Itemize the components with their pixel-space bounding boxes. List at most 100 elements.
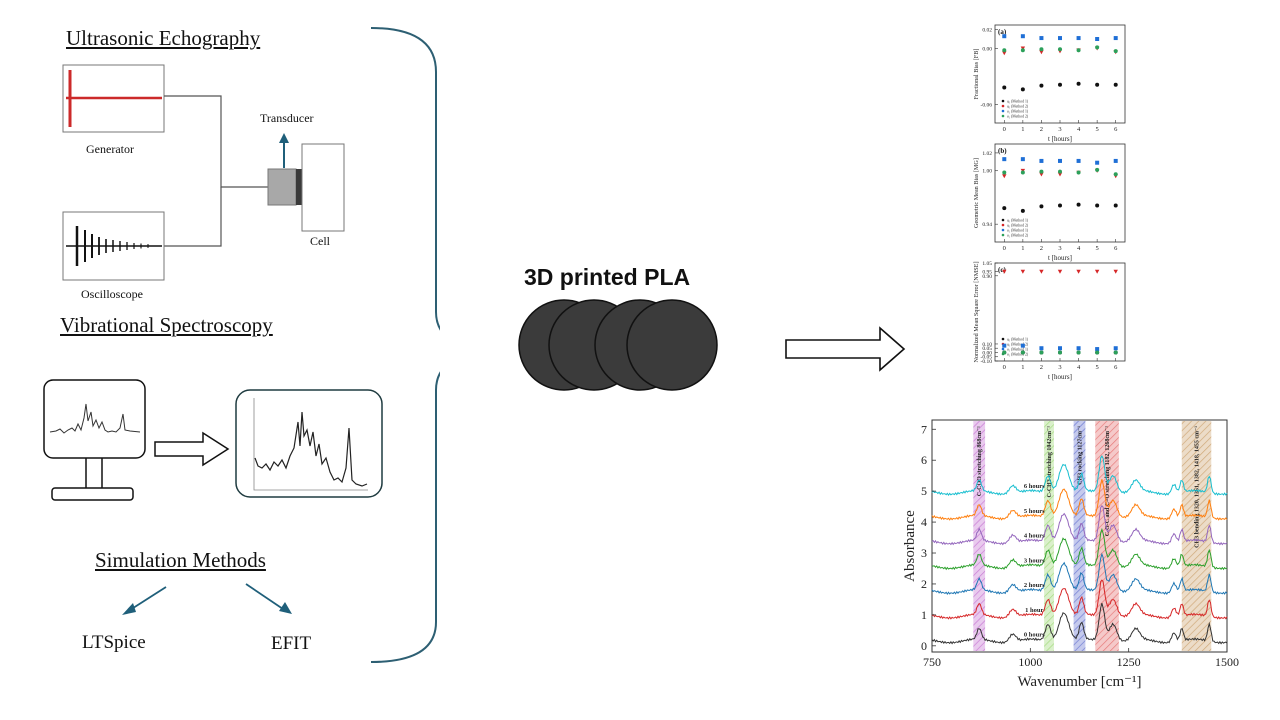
data-point [1076,48,1081,53]
data-point [1020,343,1025,348]
data-point [1039,169,1044,174]
transducer-body [267,168,297,206]
x-axis-label: Wavenumber [cm⁻¹] [1017,674,1141,690]
data-point [1076,36,1081,41]
series-label: 1 hour [1025,607,1043,614]
absorption-band [1095,421,1119,651]
x-tick-label: 6 [1114,364,1118,371]
legend-entry: a₁ (Method 2) [1007,115,1029,119]
y-tick-label: 2 [921,577,927,591]
x-axis-label: t [hours] [1048,135,1072,143]
data-point [1095,350,1100,355]
spectrum-line [931,504,1228,546]
legend-marker [1001,218,1005,222]
x-tick-label: 5 [1096,126,1099,133]
data-point [1020,157,1025,162]
legend-entry: a₀ (Method 1) [1007,338,1029,342]
y-tick-label: 1.05 [982,261,992,267]
data-point [1113,172,1118,177]
transducer-face [296,169,302,205]
data-point [1002,48,1007,53]
x-tick-label: 6 [1114,126,1118,133]
data-point [1113,346,1118,351]
pla-disc-4 [626,299,718,391]
x-tick-label: 3 [1058,126,1061,133]
series-label: 0 hours [1024,632,1045,639]
series-label: 6 hours [1024,483,1045,490]
legend-marker [1001,228,1005,232]
data-point [1039,204,1044,209]
y-tick-label: -0.10 [981,359,993,365]
data-point [1095,160,1100,165]
x-tick-label: 1 [1021,126,1024,133]
x-tick-label: 6 [1114,245,1118,252]
data-point [1020,350,1025,355]
data-point [1076,81,1081,86]
legend-marker [1001,223,1005,227]
y-tick-label: 0.00 [982,46,992,52]
band-label: C-COO stretching 868cm⁻¹ [977,426,983,496]
ftir-chart: C-COO stretching 868cm⁻¹ C-CH3 stretching… [902,419,1239,690]
legend-entry: a₁ (Method 2) [1007,353,1029,357]
x-tick-label: 4 [1077,245,1081,252]
x-axis-label: t [hours] [1048,373,1072,381]
x-tick-label: 4 [1077,126,1081,133]
data-point [1058,169,1062,174]
data-point [1076,158,1081,163]
data-point [1058,350,1062,355]
band-label: CH3 bending 1320, 1361, 1382, 1418, 1455… [1195,426,1201,548]
spectrum-line [931,552,1228,596]
legend-entry: a₀ (Method 2) [1007,343,1029,347]
data-point [1113,350,1118,355]
data-point [1002,350,1007,355]
x-axis-label: t [hours] [1048,254,1072,262]
y-tick-label: 1 [921,608,927,622]
x-tick-label: 5 [1096,245,1099,252]
left-diagram [43,27,440,663]
y-tick-label: 7 [921,422,927,436]
data-point [1113,82,1118,87]
legend-entry: a₁ (Method 1) [1007,348,1029,352]
x-tick-label: 2 [1040,126,1043,133]
simulation-heading: Simulation Methods [95,548,266,572]
monitor-spectrum [49,403,141,434]
data-point [1057,172,1063,177]
spectrum-trace [254,411,368,487]
panel-tag: (b) [998,147,1007,155]
data-point [1076,170,1081,175]
data-point [1020,208,1025,213]
ltspice-label: LTSpice [82,632,146,653]
data-point [1039,158,1044,163]
spectrum-line [931,455,1228,496]
data-point [1002,174,1007,179]
legend-marker [1001,337,1005,341]
x-tick-label: 4 [1077,364,1081,371]
x-tick-label: 1000 [1018,655,1042,669]
y-tick-label: 4 [921,515,927,529]
data-point [1002,170,1007,175]
x-tick-label: 1 [1021,245,1024,252]
data-point [1039,83,1044,88]
x-tick-label: 2 [1040,364,1043,371]
data-point [1039,346,1044,351]
x-tick-label: 1250 [1117,655,1141,669]
data-point [1020,170,1025,175]
spectrum-axes [253,398,368,491]
data-point [1094,269,1100,274]
legend-entry: a₀ (Method 1) [1007,219,1029,223]
spectrum-line [931,579,1228,620]
y-tick-label: 6 [921,453,927,467]
data-point [1058,158,1062,163]
efit-arrow-head [279,602,292,614]
oscilloscope-signal [66,226,162,266]
data-point [1002,206,1007,211]
y-tick-label: 0.95 [982,270,992,276]
band-label: C-CH3 stretching 1042cm⁻¹ [1047,426,1053,498]
data-point [1039,172,1044,177]
spectrum-line [931,527,1228,571]
data-point [1002,269,1007,274]
x-tick-label: 750 [923,655,941,669]
y-axis-label: Geometric Mean Bias [MG] [973,158,980,228]
